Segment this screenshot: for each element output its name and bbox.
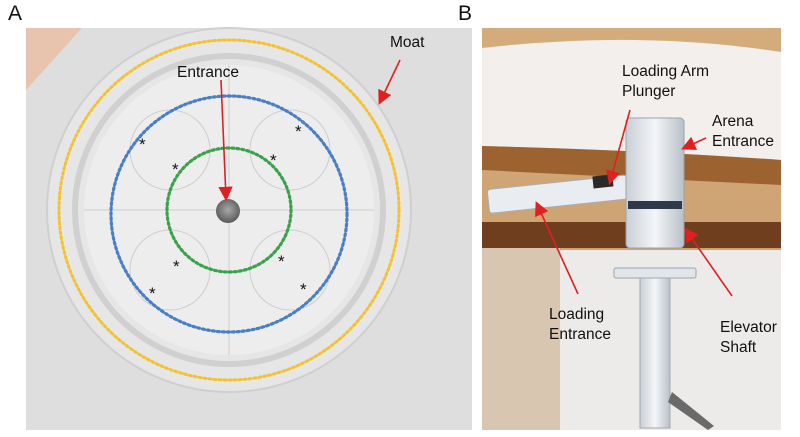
arena-entrance-label: Arena Entrance	[712, 112, 774, 152]
label-line: Shaft	[720, 339, 757, 357]
elevator-shaft	[639, 277, 671, 429]
asterisk-marker: *	[300, 280, 307, 299]
label-line: Loading	[549, 306, 605, 323]
entrance-arrow	[218, 79, 233, 202]
arena-rim-inner	[72, 53, 386, 367]
label-line: Elevator	[720, 319, 777, 336]
outer-ring	[109, 94, 349, 334]
loading-entrance-arrow	[535, 201, 579, 295]
loading-arm-plunger-arrow	[606, 109, 631, 186]
arena-entrance-tube	[625, 117, 685, 249]
entrance-label: Entrance	[177, 64, 240, 81]
arena-table-top	[482, 39, 781, 160]
asterisk-marker: *	[139, 135, 146, 154]
entrance-hole	[216, 199, 240, 223]
label-line: Arena	[712, 113, 754, 130]
label-line: Entrance	[712, 133, 775, 151]
label-line: Plunger	[622, 83, 676, 101]
loading-arm-plunger-label: Loading Arm Plunger	[622, 62, 709, 102]
arena-entrance-arrow	[681, 136, 707, 150]
shaft-bracket	[668, 392, 714, 430]
elevator-shaft-arrow	[684, 227, 733, 297]
inner-ring	[165, 146, 293, 274]
table-corner	[26, 28, 82, 90]
moat-label: Moat	[390, 34, 425, 51]
moat-arrow	[378, 59, 401, 105]
asterisk-marker: *	[295, 122, 302, 141]
elevator-flange	[613, 267, 697, 279]
loading-entrance-label: Loading Entrance	[549, 305, 611, 345]
panel-b-letter: B	[458, 2, 473, 25]
elevator-shaft-label: Elevator Shaft	[720, 318, 777, 358]
asterisk-marker: *	[278, 252, 285, 271]
label-line: Entrance	[549, 326, 612, 344]
plunger-ring	[628, 201, 682, 209]
asterisk-marker: *	[149, 284, 156, 303]
asterisk-marker: *	[172, 160, 179, 179]
asterisk-marker: *	[270, 151, 277, 170]
moat-ring	[57, 38, 401, 382]
panel-a-letter: A	[8, 2, 23, 25]
asterisk-marker: *	[173, 257, 180, 276]
lower-left-area	[482, 248, 560, 430]
label-line: Loading Arm	[622, 63, 710, 80]
